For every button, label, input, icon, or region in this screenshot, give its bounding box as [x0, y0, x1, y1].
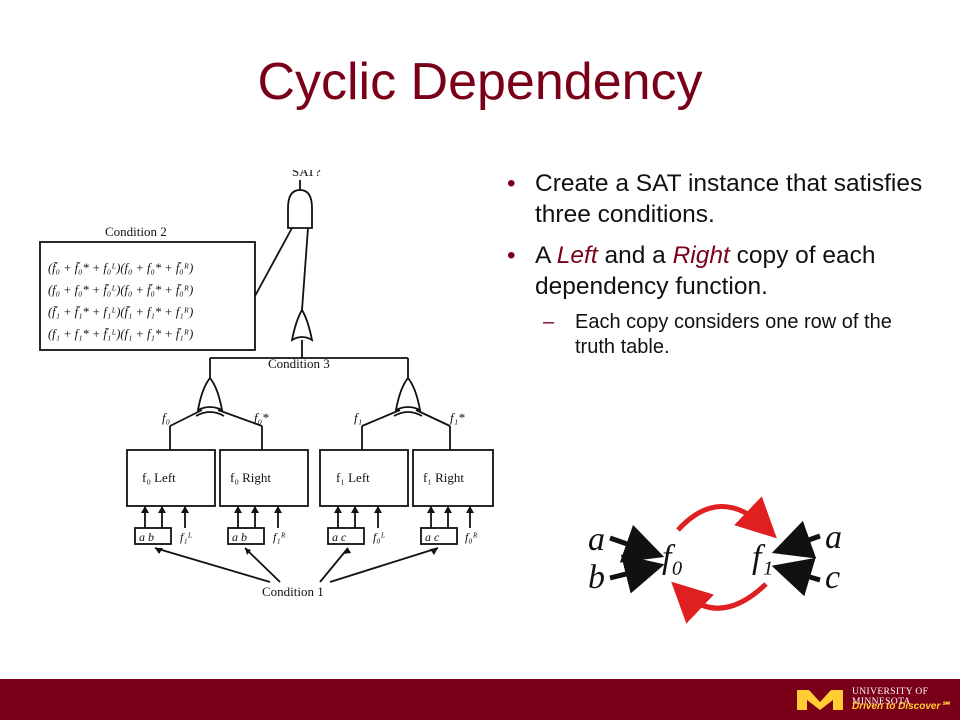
- university-logo-icon: [797, 690, 843, 710]
- or-gate-left: [196, 376, 224, 412]
- input-arrows: [144, 506, 471, 528]
- bullet-text-post: copy of each dependency function.: [535, 242, 876, 300]
- condition2-line: (f̄₀ + f̄₀* + f₀ᴸ)(f₀ + f₀* + f̄₀ᴿ): [48, 261, 193, 275]
- graph-node-b-left: b: [588, 559, 605, 596]
- graph-node-a-left: a: [588, 521, 605, 558]
- graph-edge: [609, 524, 665, 563]
- bullet-item: • A Left and a Right copy of each depend…: [505, 240, 925, 302]
- bullet-text: Create a SAT instance that satisfies thr…: [535, 170, 923, 228]
- condition2-line: (f̄₁ + f̄₁* + f₁ᴸ)(f̄₁ + f₁* + f₁ᴿ): [48, 305, 193, 319]
- graph-node-c-right: c: [825, 559, 840, 596]
- function-box-label: f₁ Left: [336, 470, 370, 485]
- condition2-label: Condition 2: [105, 224, 167, 239]
- graph-red-arrow: [676, 496, 777, 539]
- input-extra: f₀ᴸ: [373, 530, 386, 544]
- input-box: [420, 527, 458, 545]
- input-pair: a b: [139, 530, 154, 544]
- bullet-list: • Create a SAT instance that satisfies t…: [505, 168, 925, 360]
- condition2-line: (f₀ + f₀* + f̄₀ᴸ)(f₀ + f̄₀* + f̄₀ᴿ): [48, 283, 193, 297]
- function-box: [219, 449, 309, 507]
- bullet-dot: •: [507, 242, 516, 269]
- bullet-dot: •: [507, 170, 516, 197]
- function-box-label: f₁ Right: [423, 470, 464, 485]
- university-name: UNIVERSITY OF MINNESOTA: [852, 687, 929, 707]
- function-box: [126, 449, 216, 507]
- graph-edge: [609, 554, 665, 594]
- input-extra: f₁ᴸ: [180, 530, 193, 544]
- output-label: f₀: [162, 410, 170, 425]
- bullet-text-mid: and a: [597, 242, 673, 269]
- input-box: [227, 527, 265, 545]
- or-gate-right: [394, 376, 422, 412]
- slide-title: Cyclic Dependency: [257, 53, 703, 111]
- input-box: [327, 527, 365, 545]
- output-label: f₁: [354, 410, 362, 425]
- condition3-label: Condition 3: [268, 356, 330, 371]
- condition1-label: Condition 1: [262, 584, 324, 599]
- or-gate-top: [290, 308, 314, 342]
- condition2-line: (f₁ + f₁* + f̄₁ᴸ)(f₁ + f₁* + f̄₁ᴿ): [48, 327, 193, 341]
- circuit-diagram: SAT? Condition 2 Condition 3 Condition 1…: [39, 170, 494, 599]
- condition2-box: [39, 241, 256, 351]
- output-label: f₁*: [450, 410, 465, 425]
- graph-node-f0: f₀: [662, 539, 683, 576]
- input-box: [134, 527, 172, 545]
- function-box: [319, 449, 409, 507]
- graph-red-arrow: [671, 581, 768, 624]
- and-gate-sat: [287, 189, 313, 229]
- bullet-item: • Create a SAT instance that satisfies t…: [505, 168, 925, 230]
- bullet-emphasis-right: Right: [672, 242, 730, 269]
- graph-node-f1: f₁: [752, 539, 773, 576]
- sub-bullet-text: Each copy considers one row of the truth…: [575, 311, 892, 358]
- graph-node-a-right: a: [825, 519, 842, 556]
- input-pair: a b: [232, 530, 247, 544]
- input-extra: f₁ᴿ: [273, 530, 286, 544]
- output-label: f₀*: [254, 410, 269, 425]
- dependency-graph: a b f₀ f₁ a c: [588, 496, 842, 624]
- function-box: [412, 449, 494, 507]
- graph-edge: [771, 520, 821, 559]
- sub-bullet-dash: –: [543, 311, 555, 333]
- bullet-text-pre: A: [535, 242, 557, 269]
- bullet-emphasis-left: Left: [556, 242, 598, 269]
- input-pair: a c: [332, 530, 347, 544]
- function-box-label: f₀ Right: [230, 470, 271, 485]
- sub-bullet-item: – Each copy considers one row of the tru…: [505, 310, 925, 360]
- input-pair: a c: [425, 530, 440, 544]
- graph-edge: [771, 557, 821, 597]
- footer-bar: UNIVERSITY OF MINNESOTA Driven to Discov…: [0, 679, 960, 720]
- input-extra: f₀ᴿ: [465, 530, 478, 544]
- university-tagline: Driven to Discover℠: [852, 701, 951, 712]
- function-box-label: f₀ Left: [142, 470, 176, 485]
- sat-label: SAT?: [292, 170, 321, 179]
